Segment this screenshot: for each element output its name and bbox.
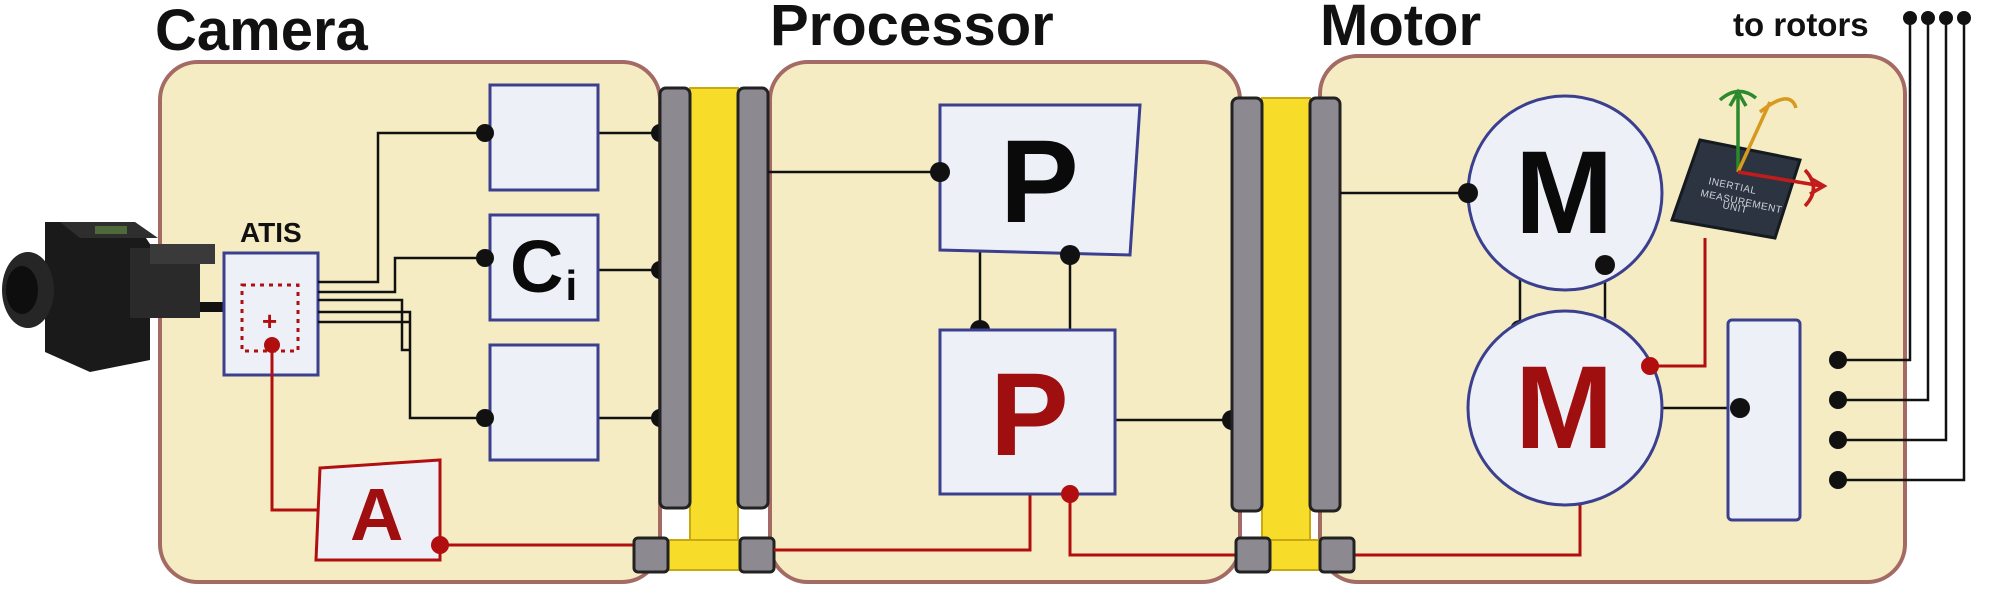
camera-block-top (488, 83, 600, 192)
imu-axes (1718, 88, 1828, 208)
a-block-output-dot (431, 536, 449, 554)
imu-line-3: UNIT (1721, 200, 1748, 216)
processor-data-wires (768, 170, 1232, 422)
connector-processor-motor (1230, 96, 1356, 574)
processor-top-letter: P (1000, 116, 1079, 248)
connector-camera-processor (632, 86, 776, 574)
processor-top-bottom-right-dot (1060, 245, 1080, 265)
motor-title: Motor (1320, 0, 1481, 58)
processor-bottom-control-dot (1061, 485, 1079, 503)
motor-top-input-dot (1458, 183, 1478, 203)
camera-block-top-input-dot (476, 124, 494, 142)
rotor-driver-block (1726, 318, 1802, 522)
processor-title: Processor (770, 0, 1054, 58)
rotor-output-wires (1838, 18, 1966, 482)
rotor-driver-input-dot (1730, 398, 1750, 418)
rotor-terminal-dot-3 (1939, 11, 1953, 25)
rotor-output-dot-4 (1829, 471, 1847, 489)
motor-control-wires (1650, 238, 1707, 368)
to-rotors-label: to rotors (1733, 6, 1869, 43)
processor-block-bottom (938, 328, 1117, 496)
motor-top-link-right-dot (1595, 255, 1615, 275)
processor-top-input-dot (930, 162, 950, 182)
atis-control-dot (264, 337, 280, 353)
a-block-letter: A (350, 473, 403, 556)
atis-pixel-mark: + (262, 306, 277, 336)
atis-label: ATIS (240, 217, 302, 248)
rotor-terminal-dot-4 (1957, 11, 1971, 25)
camera-block-a (314, 458, 442, 562)
rotor-output-dot-1 (1829, 351, 1847, 369)
camera-block-ci (488, 213, 600, 322)
motor-block-bottom (1466, 309, 1664, 507)
rotor-output-dot-3 (1829, 431, 1847, 449)
camera-title: Camera (155, 0, 369, 63)
motor-top-letter: M (1515, 127, 1613, 259)
camera-block-bottom (488, 343, 600, 462)
motor-bottom-imu-dot (1641, 357, 1659, 375)
rotor-terminal-dot-1 (1903, 11, 1917, 25)
atis-pixel-region (240, 283, 300, 353)
processor-block-top (938, 103, 1142, 257)
camera-block-bottom-input-dot (476, 409, 494, 427)
processor-bottom-letter: P (990, 349, 1069, 481)
camera-data-wires (318, 131, 660, 420)
imu-chip: INERTIAL MEASUREMENT UNIT (1670, 138, 1802, 240)
ci-block-letter: Ci (510, 225, 577, 309)
camera-block-ci-input-dot (476, 249, 494, 267)
event-camera-device (2, 222, 225, 372)
rotor-terminal-dot-2 (1921, 11, 1935, 25)
motor-bottom-letter: M (1515, 342, 1613, 474)
rotor-output-dot-2 (1829, 391, 1847, 409)
